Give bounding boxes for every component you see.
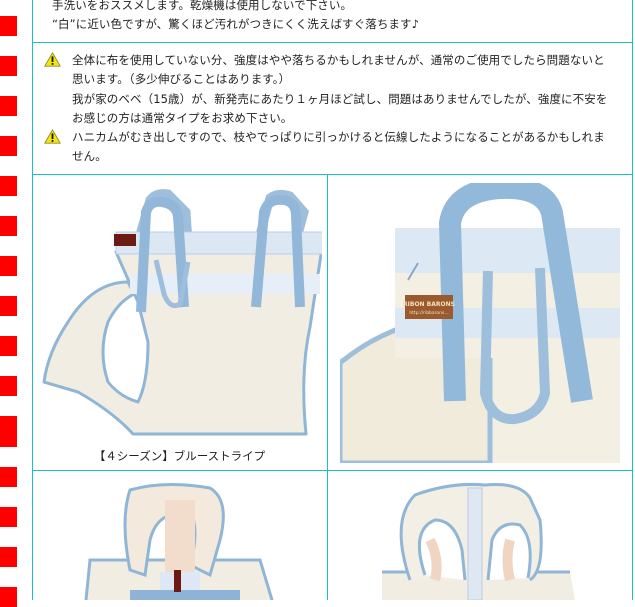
red-marker — [0, 96, 17, 116]
red-marker-strip — [0, 0, 17, 607]
care-line: “白”に近い色ですが、驚くほど汚れがつきにくく洗えばすぐ落ちます♪ — [52, 17, 420, 31]
red-marker — [0, 587, 17, 607]
warning-line: お感じの方は通常タイプをお求め下さい。 — [72, 111, 293, 125]
red-marker — [0, 16, 17, 36]
warning-line: 我が家のベベ（15歳）が、新発売にあたり１ヶ月ほど試し、問題はありませんでしたが… — [72, 92, 608, 106]
warning-line: ハニカムがむき出しですので、枝やでっぱりに引っかけると伝線したようになることがあ… — [72, 130, 605, 144]
product-photo-back — [370, 480, 600, 600]
harness-side-illustration — [42, 189, 322, 436]
product-photo-front — [70, 480, 300, 600]
red-marker — [0, 136, 17, 156]
product-photo-closeup: RIBON BARONS http://ribbarons... — [340, 183, 620, 463]
warning-icon — [44, 129, 61, 144]
red-marker — [0, 216, 17, 236]
red-marker — [0, 376, 17, 396]
care-line: 手洗いをおススメします。乾燥機は使用しないで下さい。 — [52, 0, 353, 12]
red-marker — [0, 467, 17, 487]
table-border-left — [32, 0, 33, 600]
harness-back-illustration — [382, 482, 575, 600]
warning-line: 全体に布を使用していない分、強度はやや落ちるかもしれませんが、通常のご使用でした… — [72, 53, 605, 67]
harness-front-illustration — [84, 482, 274, 600]
warning-line: 思います。（多少伸びることはあります。） — [72, 72, 291, 86]
svg-text:RIBON BARONS: RIBON BARONS — [403, 301, 455, 308]
red-marker — [0, 56, 17, 76]
photo-caption: 【４シーズン】ブルーストライプ — [93, 449, 266, 463]
warning-line: せん。 — [72, 149, 107, 163]
product-photo-side — [38, 182, 322, 444]
table-border-right — [632, 0, 633, 600]
red-marker — [0, 507, 17, 527]
table-divider — [32, 174, 633, 175]
table-divider — [32, 42, 633, 43]
red-marker — [0, 296, 17, 316]
table-divider — [32, 470, 633, 471]
harness-closeup-illustration: RIBON BARONS http://ribbarons... — [340, 183, 620, 463]
red-marker — [0, 256, 17, 276]
red-marker — [0, 176, 17, 196]
red-marker — [0, 547, 17, 567]
red-marker — [0, 416, 17, 447]
table-column-divider — [327, 174, 328, 600]
warning-icon — [44, 52, 61, 67]
svg-text:http://ribbarons...: http://ribbarons... — [409, 310, 448, 316]
red-marker — [0, 336, 17, 356]
